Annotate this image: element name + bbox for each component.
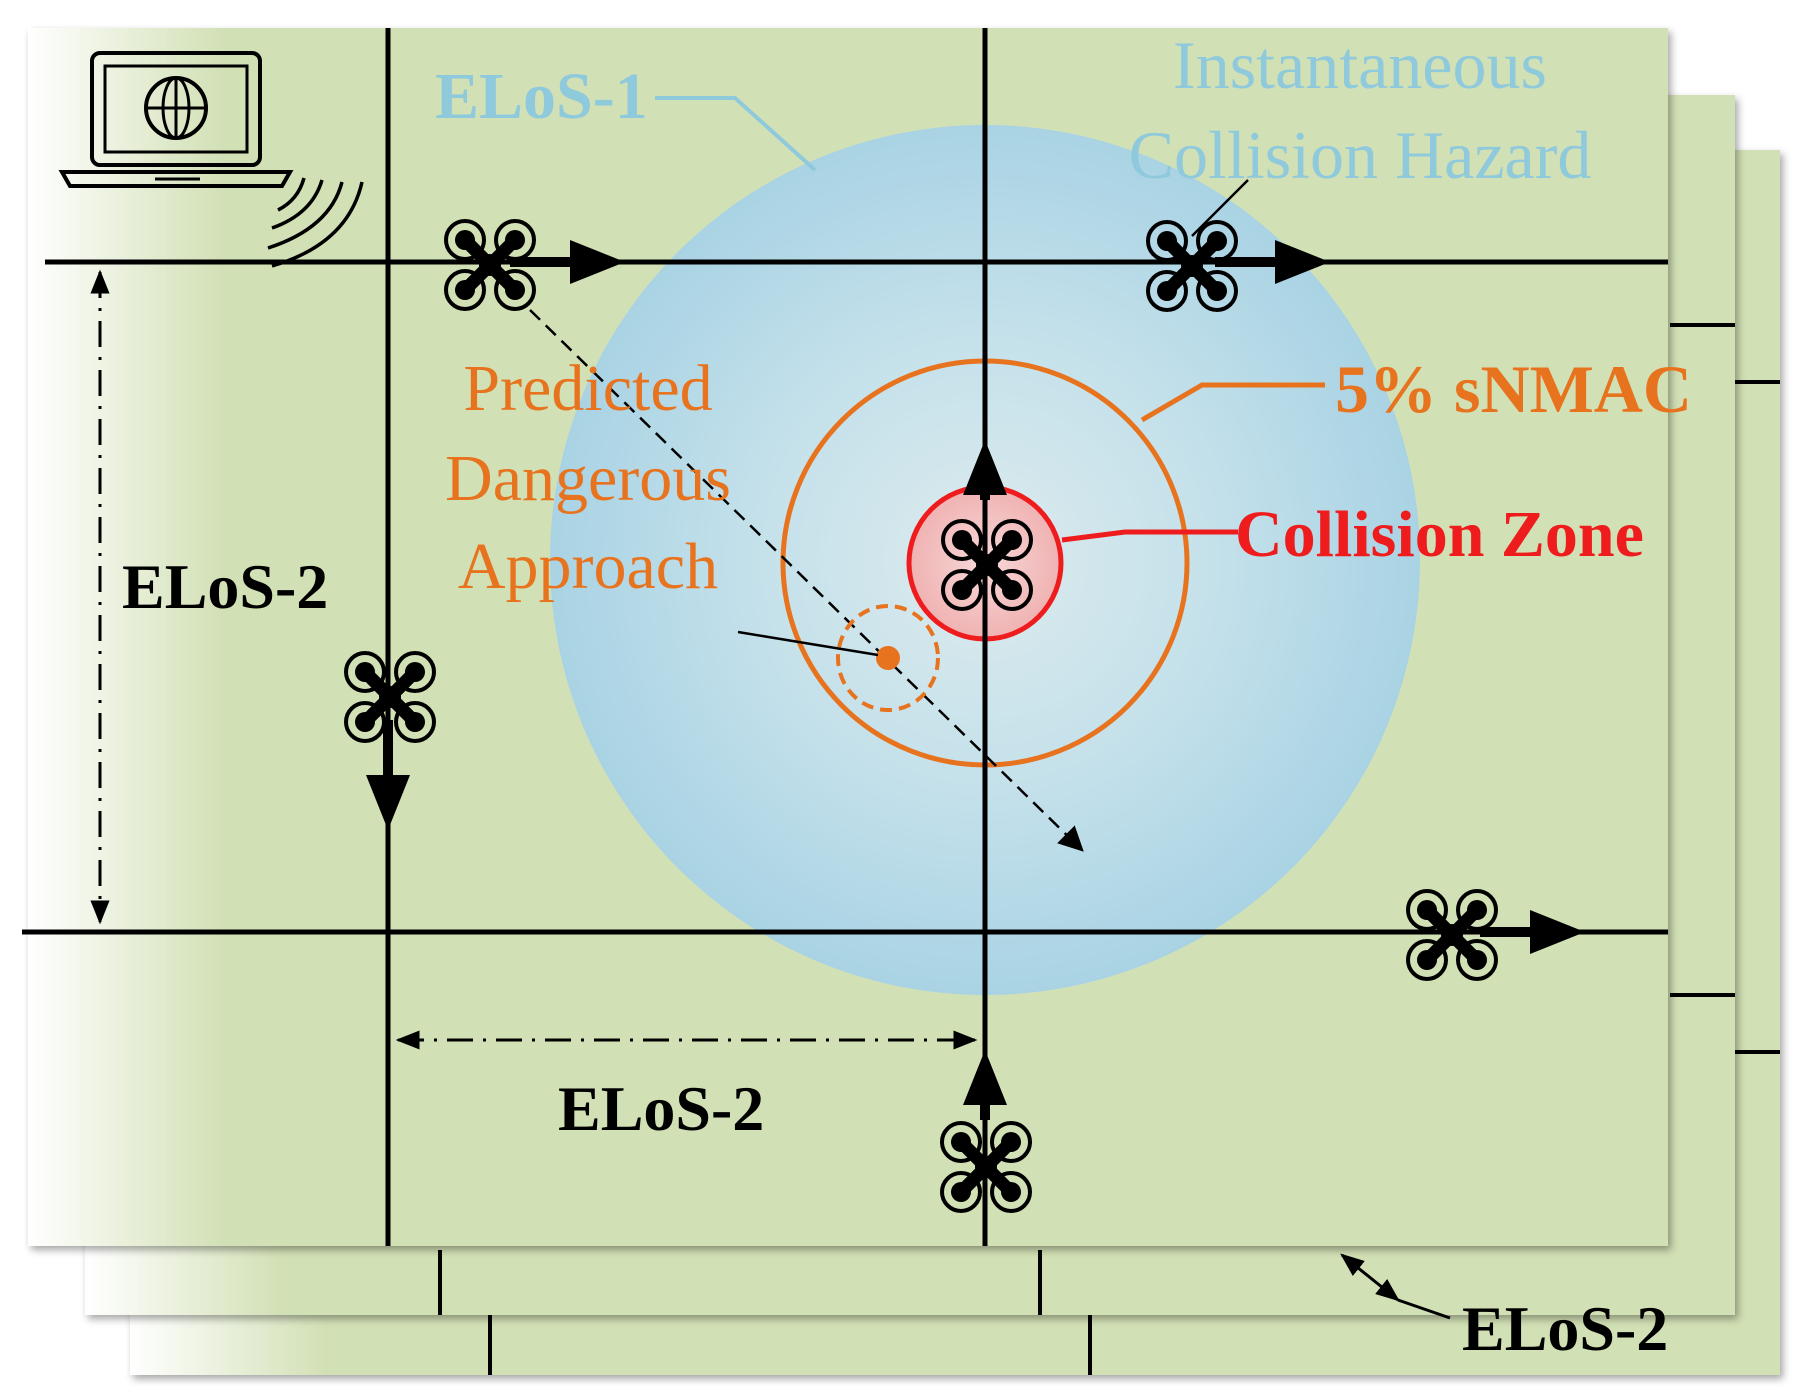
predicted-label-line3: Approach: [458, 530, 718, 603]
hazard-label-line2: Collision Hazard: [1129, 117, 1592, 193]
predicted-trajectory-line: [529, 309, 1084, 852]
predicted-approach-point: [876, 646, 900, 670]
predicted-approach-leader: [737, 630, 879, 657]
flight-direction-arrows: [366, 240, 1585, 1120]
wireless-signal-icon: [267, 177, 364, 268]
layer-tick-marks: [438, 323, 1780, 1375]
collision-zone-leader: [1061, 529, 1238, 543]
hazard-label-line1: Instantaneous: [1173, 27, 1547, 103]
collision-zone-label: Collision Zone: [1235, 498, 1644, 571]
laptop-globe-icon: [58, 51, 294, 188]
elos2-layer-spacing-arrow: [1340, 1253, 1400, 1302]
elos1-label: ELoS-1: [435, 60, 648, 133]
predicted-approach-marker: [836, 604, 940, 712]
predicted-label-line2: Dangerous: [445, 442, 731, 515]
elos2-layer-leader: [1397, 1298, 1451, 1320]
elos2-bottom-label: ELoS-2: [558, 1073, 764, 1144]
hazard-leader: [1191, 179, 1249, 237]
elos2-layers-label: ELoS-2: [1462, 1293, 1668, 1364]
elos2-left-label: ELoS-2: [122, 551, 328, 622]
elos1-leader: [655, 96, 817, 172]
snmac-leader: [1140, 382, 1325, 423]
snmac-label: 5% sNMAC: [1335, 351, 1692, 427]
route-grid: [22, 28, 1668, 1246]
predicted-label-line1: Predicted: [463, 352, 712, 425]
